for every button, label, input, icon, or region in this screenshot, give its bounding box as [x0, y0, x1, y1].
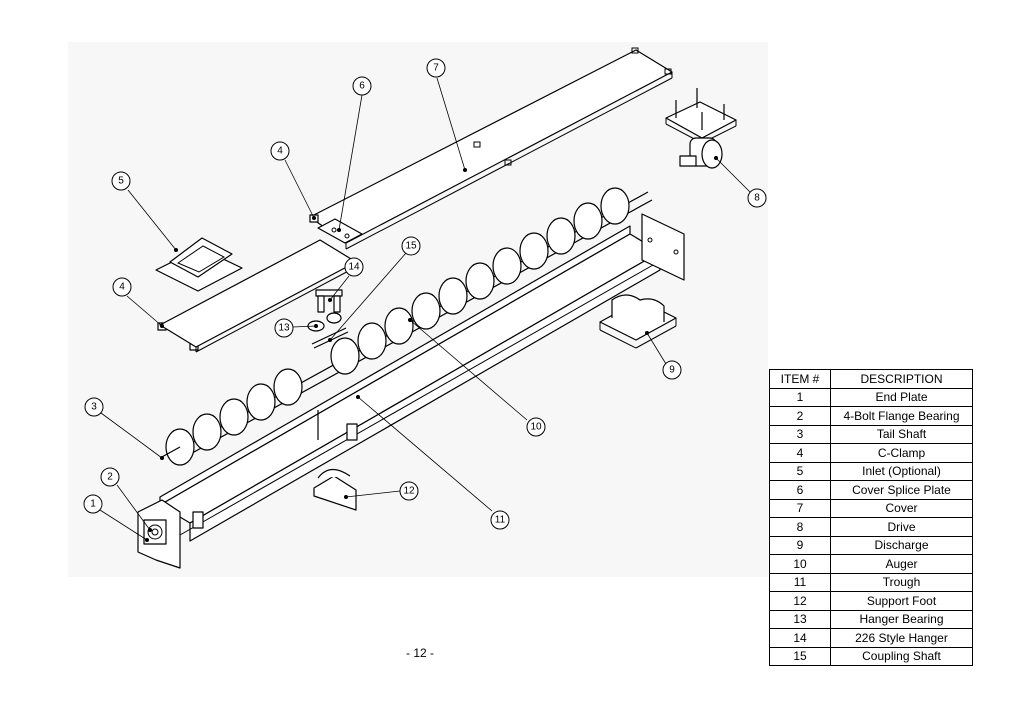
svg-text:3: 3: [91, 402, 97, 413]
description-cell: 4-Bolt Flange Bearing: [830, 406, 973, 426]
item-number-cell: 4: [769, 443, 831, 463]
callout-14: 14: [344, 257, 364, 277]
table-header-row: ITEM # DESCRIPTION: [769, 369, 973, 389]
callout-7: 7: [426, 58, 446, 78]
svg-text:10: 10: [530, 422, 542, 433]
trough-part: [159, 225, 661, 542]
callout-9: 9: [662, 360, 682, 380]
description-cell: Tail Shaft: [830, 424, 973, 444]
svg-text:1: 1: [90, 499, 96, 510]
far-end-plate-part: [641, 213, 685, 281]
svg-text:2: 2: [107, 472, 113, 483]
description-cell: Drive: [830, 517, 973, 537]
description-cell: Inlet (Optional): [830, 461, 973, 481]
support-foot-part: [313, 468, 357, 511]
item-number-cell: 7: [769, 498, 831, 518]
item-number-cell: 3: [769, 424, 831, 444]
item-number-cell: 14: [769, 628, 831, 648]
description-cell: C-Clamp: [830, 443, 973, 463]
item-number-cell: 2: [769, 406, 831, 426]
callout-15: 15: [401, 236, 421, 256]
cover-part: [309, 47, 673, 250]
svg-text:6: 6: [359, 81, 365, 92]
item-number-cell: 10: [769, 554, 831, 574]
item-number-cell: 1: [769, 387, 831, 407]
svg-text:15: 15: [405, 241, 417, 252]
end-plate-part: [137, 499, 181, 569]
description-cell: Hanger Bearing: [830, 609, 973, 629]
item-number-cell: 11: [769, 572, 831, 592]
page-number: - 12 -: [405, 646, 434, 660]
item-number-cell: 5: [769, 461, 831, 481]
svg-text:14: 14: [348, 262, 360, 273]
column-header-description: DESCRIPTION: [830, 369, 973, 389]
description-cell: Support Foot: [830, 591, 973, 611]
description-cell: Discharge: [830, 535, 973, 555]
drive-part: [665, 88, 737, 169]
item-number-cell: 8: [769, 517, 831, 537]
callout-1: 1: [83, 494, 103, 514]
leader-lines: [99, 77, 751, 541]
description-cell: Coupling Shaft: [830, 646, 973, 666]
svg-text:11: 11: [495, 515, 506, 526]
item-number-cell: 9: [769, 535, 831, 555]
description-cell: Trough: [830, 572, 973, 592]
item-number-cell: 6: [769, 480, 831, 500]
svg-text:4: 4: [277, 146, 283, 157]
callout-4-upper: 4: [270, 141, 290, 161]
callout-6: 6: [352, 76, 372, 96]
callout-2: 2: [100, 467, 120, 487]
discharge-part: [599, 294, 677, 349]
svg-text:12: 12: [403, 486, 415, 497]
svg-text:9: 9: [669, 365, 675, 376]
inlet-part: [155, 237, 243, 292]
svg-text:7: 7: [433, 63, 439, 74]
svg-text:4: 4: [119, 282, 125, 293]
svg-text:8: 8: [754, 193, 760, 204]
description-cell: Cover Splice Plate: [830, 480, 973, 500]
callout-3: 3: [84, 397, 104, 417]
hanger-part: [315, 289, 343, 313]
column-header-item: ITEM #: [769, 369, 831, 389]
auger-part: [159, 187, 653, 466]
callout-13: 13: [274, 318, 294, 338]
callout-5: 5: [111, 171, 131, 191]
description-cell: End Plate: [830, 387, 973, 407]
callout-10: 10: [526, 417, 546, 437]
callout-8: 8: [747, 188, 767, 208]
description-cell: 226 Style Hanger: [830, 628, 973, 648]
callout-4-lower: 4: [112, 277, 132, 297]
svg-text:13: 13: [278, 323, 290, 334]
leader-dots: [145, 156, 718, 542]
item-number-cell: 12: [769, 591, 831, 611]
svg-text:5: 5: [118, 176, 124, 187]
callout-11: 11: [490, 510, 510, 530]
description-cell: Cover: [830, 498, 973, 518]
item-number-cell: 15: [769, 646, 831, 666]
item-number-cell: 13: [769, 609, 831, 629]
description-cell: Auger: [830, 554, 973, 574]
callout-12: 12: [399, 481, 419, 501]
